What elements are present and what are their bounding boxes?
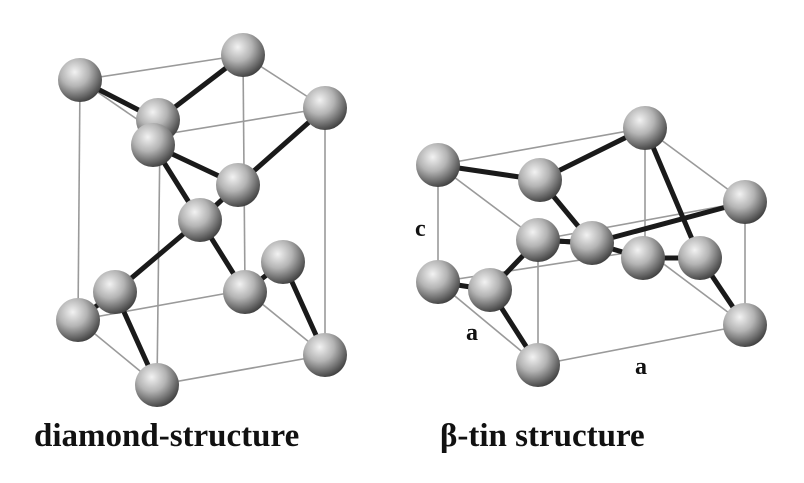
label-a-bottom: a <box>635 354 647 380</box>
label-a-left: a <box>466 320 478 346</box>
atom <box>723 180 767 224</box>
label-c: c <box>415 216 426 242</box>
atom <box>623 106 667 150</box>
atom <box>223 270 267 314</box>
atom <box>303 333 347 377</box>
atom <box>723 303 767 347</box>
atom <box>678 236 722 280</box>
atom <box>56 298 100 342</box>
atom <box>221 33 265 77</box>
beta-tin-atoms <box>416 106 767 387</box>
atom <box>570 221 614 265</box>
atom <box>261 240 305 284</box>
atom <box>131 123 175 167</box>
beta-tin-structure-caption: β-tin structure <box>440 418 645 454</box>
atom <box>93 270 137 314</box>
atom <box>518 158 562 202</box>
diamond-atoms <box>56 33 347 407</box>
beta-tin-axis-labels: c a a <box>415 216 647 380</box>
atom <box>178 198 222 242</box>
atom <box>468 268 512 312</box>
atom <box>416 143 460 187</box>
atom <box>303 86 347 130</box>
atom <box>621 236 665 280</box>
beta-tin-structure-diagram: c a a <box>415 106 767 387</box>
diamond-structure-diagram <box>56 33 347 407</box>
atom <box>216 163 260 207</box>
atom <box>516 218 560 262</box>
atom <box>516 343 560 387</box>
atom <box>416 260 460 304</box>
atom <box>58 58 102 102</box>
atom <box>135 363 179 407</box>
diamond-structure-caption: diamond-structure <box>34 418 300 454</box>
